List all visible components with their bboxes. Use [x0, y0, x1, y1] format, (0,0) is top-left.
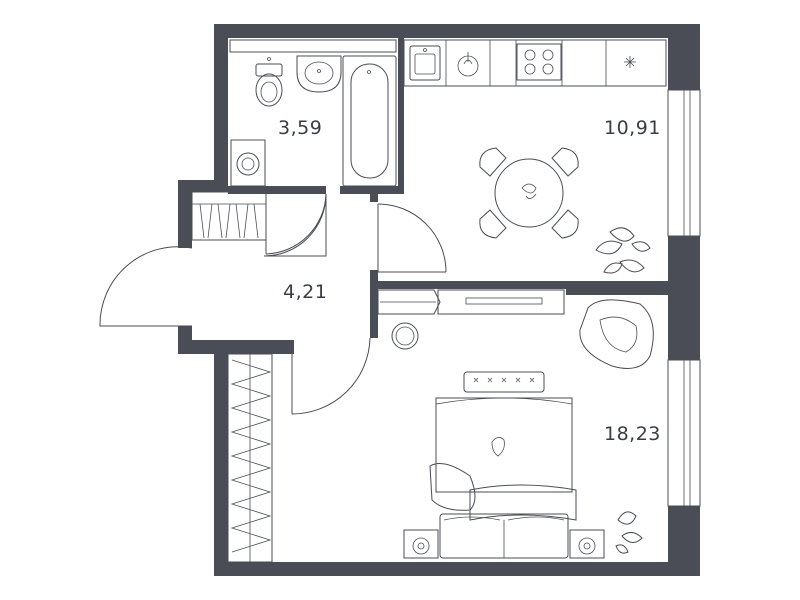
plant-icon [615, 511, 643, 554]
dresser-icon [377, 289, 565, 315]
bedroom-area-label: 18,23 [604, 423, 661, 445]
kitchen: 10,91 [403, 39, 667, 274]
bed-icon [429, 397, 577, 521]
wall-left-lower [214, 340, 228, 576]
entrance-door[interactable] [99, 246, 193, 327]
wall-right-upper [668, 24, 700, 90]
bathroom-door-swing [265, 193, 327, 255]
bathroom-shelf [229, 39, 397, 53]
wall-hall-bedroom [370, 270, 378, 338]
hallway: 4,21 [99, 191, 327, 563]
sofa-icon [439, 513, 569, 559]
kitchen-sink-icon [409, 45, 441, 81]
fridge-icon [624, 56, 636, 68]
wall-top [214, 24, 700, 38]
washing-machine-icon [230, 139, 266, 187]
wall-kitchen-bedroom [378, 281, 668, 289]
sink-icon [296, 55, 342, 93]
walls [178, 24, 700, 576]
stove-icon [516, 43, 562, 81]
wardrobe-icon [227, 353, 273, 563]
windows [667, 89, 701, 507]
wall-bathroom-bottom-left [228, 186, 326, 194]
bathroom: 3,59 [229, 39, 397, 187]
wall-bottom [214, 562, 700, 576]
bathtub-icon [342, 55, 397, 187]
hallway-area-label: 4,21 [283, 281, 327, 303]
kitchen-counter [403, 39, 667, 87]
wall-kitchen-bedroom-thick [566, 281, 668, 295]
wall-left-bathroom [214, 24, 228, 192]
bathroom-area-label: 3,59 [278, 117, 322, 139]
stool-icon [391, 322, 419, 350]
kitchen-area-label: 10,91 [604, 117, 661, 139]
bedroom-door[interactable] [291, 337, 371, 415]
armchair-icon [579, 299, 654, 369]
wall-door-stub [370, 190, 378, 202]
bedroom: 18,23 [377, 289, 661, 559]
wall-wardrobe-top [178, 340, 294, 354]
bench-icon [463, 371, 545, 393]
toilet-icon [255, 57, 283, 107]
wall-right-middle [668, 236, 700, 360]
faucet-icon [457, 52, 479, 77]
plant-icon [595, 227, 651, 274]
dining-table-icon [479, 147, 579, 239]
kitchen-door[interactable] [377, 203, 447, 273]
lamp-icon [403, 529, 605, 559]
wall-bath-kitchen [398, 38, 404, 194]
wall-entrance-jamb-top [178, 180, 192, 248]
shoe-rack-icon [191, 191, 267, 241]
